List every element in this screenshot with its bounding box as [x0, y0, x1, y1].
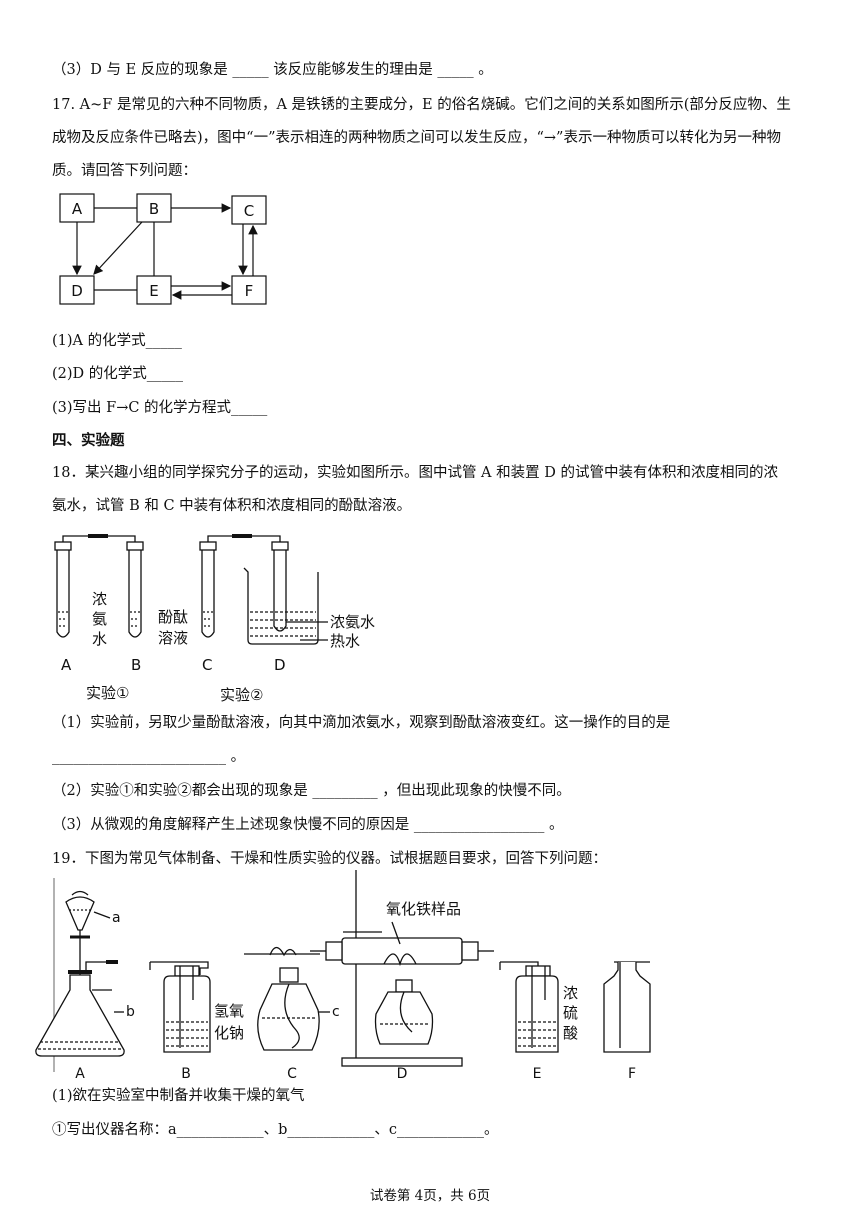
node-b-label: B [149, 200, 159, 218]
node-e-box [136, 275, 172, 305]
section-heading: 四、实验题 [52, 432, 125, 449]
q18-part3: （3）从微观的角度解释产生上述现象快慢不同的原因是 ______________… [52, 817, 564, 833]
app-a-label: A [75, 1066, 85, 1082]
exp2-label: 实验② [220, 686, 263, 704]
q18-experiment-figure: 浓 氨 水 酚酞 溶液 浓氨水 热水 A B C D 实验① 实验② [54, 534, 375, 704]
q19-apparatus-figure: a b c 氢氧 化钠 氧化铁样品 浓 硫 酸 A B C D E F [35, 870, 651, 1082]
acid-label-3: 酸 [563, 1024, 578, 1042]
beaker-top-label: 浓氨水 [330, 613, 375, 631]
q18-stem-2: 氨水，试管 B 和 C 中装有体积和浓度相同的酚酞溶液。 [52, 498, 412, 514]
phenol-label-1: 酚酞 [158, 608, 188, 626]
q17-relation-diagram: A B C D E F [59, 193, 267, 305]
q19-part1a: ①写出仪器名称：a____________、b____________、c___… [52, 1122, 499, 1138]
q19-stem: 19．下图为常见气体制备、干燥和性质实验的仪器。试根据题目要求，回答下列问题： [52, 851, 607, 867]
app-b-label: B [181, 1066, 191, 1082]
beaker-bottom-label: 热水 [330, 632, 360, 650]
node-e-label: E [149, 282, 158, 300]
node-f-label: F [245, 282, 254, 300]
node-c-box [231, 195, 267, 225]
node-d-label: D [71, 282, 83, 300]
q17-part1: (1)A 的化学式_____ [52, 333, 182, 349]
q18-part2: （2）实验①和实验②都会出现的现象是 _________ ，但出现此现象的快慢不… [52, 783, 571, 799]
app-e-label: E [533, 1066, 542, 1082]
q16-part3: （3）D 与 E 反应的现象是 _____ 该反应能够发生的理由是 _____ … [52, 62, 493, 78]
page-footer: 试卷第 4页，共 6页 [369, 1188, 491, 1204]
node-b-box [136, 193, 172, 223]
node-a-label: A [72, 200, 83, 218]
acid-label-1: 浓 [563, 984, 578, 1002]
pointer-b-label: b [126, 1004, 135, 1020]
ammonia-label-1: 浓 [92, 590, 107, 608]
app-f-label: F [628, 1066, 636, 1082]
tube-b-label: B [131, 656, 141, 674]
q18-part1-blank: ________________________ 。 [52, 749, 246, 765]
pointer-a-label: a [112, 910, 121, 926]
q17-stem-3: 质。请回答下列问题： [52, 163, 197, 179]
naoh-label-1: 氢氧 [214, 1002, 244, 1020]
app-c-label: C [287, 1066, 297, 1082]
q17-part3: (3)写出 F→C 的化学方程式_____ [52, 400, 268, 416]
tube-c-label: C [202, 656, 212, 674]
q17-stem-1: 17. A~F 是常见的六种不同物质，A 是铁锈的主要成分，E 的俗名烧碱。它们… [52, 97, 791, 113]
tube-d-label: D [274, 656, 286, 674]
node-f-box [231, 275, 267, 305]
q18-stem-1: 18．某兴趣小组的同学探究分子的运动，实验如图所示。图中试管 A 和装置 D 的… [52, 465, 778, 481]
tube-a-label: A [61, 656, 72, 674]
ammonia-label-2: 氨 [92, 610, 107, 628]
phenol-label-2: 溶液 [158, 629, 188, 647]
q17-stem-2: 成物及反应条件已略去)，图中“一”表示相连的两种物质之间可以发生反应，“→”表示… [52, 130, 781, 146]
naoh-label-2: 化钠 [214, 1024, 244, 1042]
ammonia-label-3: 水 [92, 630, 107, 648]
node-c-label: C [244, 202, 254, 220]
q18-part1: （1）实验前，另取少量酚酞溶液，向其中滴加浓氨水，观察到酚酞溶液变红。这一操作的… [52, 715, 671, 731]
app-d-label: D [397, 1066, 408, 1082]
acid-label-2: 硫 [563, 1004, 578, 1022]
exp1-label: 实验① [86, 684, 129, 702]
sample-label: 氧化铁样品 [386, 900, 461, 918]
q19-part1: (1)欲在实验室中制备并收集干燥的氧气 [52, 1088, 305, 1104]
q17-part2: (2)D 的化学式_____ [52, 366, 184, 382]
pointer-c-label: c [332, 1004, 340, 1020]
